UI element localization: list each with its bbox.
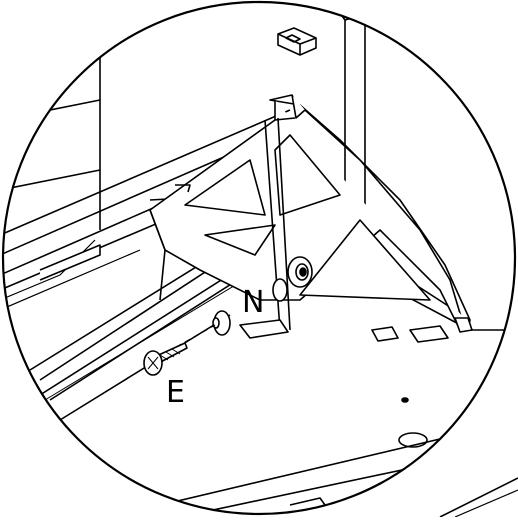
screw-callout-label: E [166, 375, 185, 410]
bracket-windows [184, 134, 431, 301]
nut-callout-label: N [242, 285, 264, 320]
nut-fittings [272, 256, 313, 302]
floor-edge-outside-2 [454, 489, 518, 518]
clip-block [277, 27, 317, 56]
screw-e [143, 342, 188, 376]
mounting-tabs [239, 317, 473, 343]
washer-n [212, 310, 231, 336]
floor-edge-outside [439, 477, 518, 518]
